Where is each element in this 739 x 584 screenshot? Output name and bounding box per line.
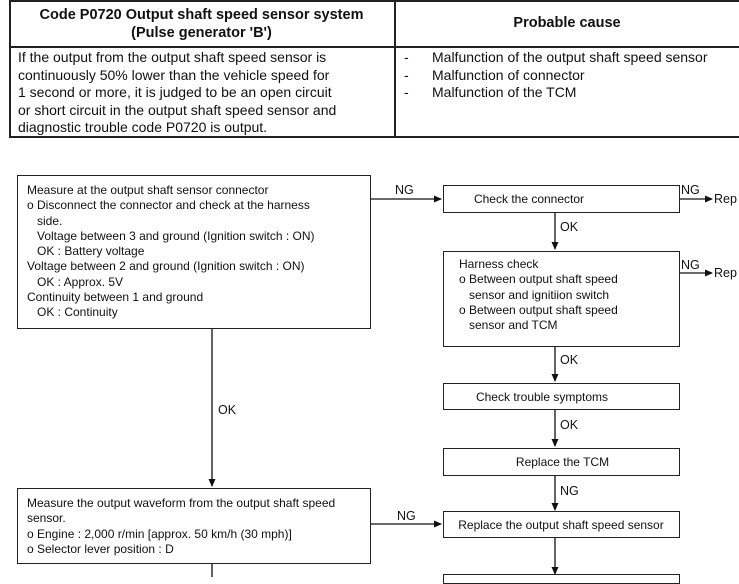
- harness-line: Harness check: [459, 257, 539, 271]
- cause-bullet: -: [404, 66, 409, 83]
- measure-line: OK : Continuity: [27, 305, 118, 320]
- header-code-line2: (Pulse generator 'B'): [131, 25, 272, 41]
- label-ng: NG: [397, 509, 416, 523]
- harness-line: sensor and TCM: [459, 318, 558, 333]
- measure-line: Voltage between 3 and ground (Ignition s…: [27, 228, 315, 243]
- measure-line: OK : Approx. 5V: [27, 274, 124, 289]
- waveform-line: o Engine : 2,000 r/min [approx. 50 km/h …: [27, 526, 292, 541]
- replace-sensor-label: Replace the output shaft speed sensor: [458, 518, 664, 532]
- measure-waveform-box: Measure the output waveform from the out…: [17, 488, 371, 564]
- label-repair: Rep: [714, 266, 737, 280]
- label-ng: NG: [395, 183, 414, 197]
- label-ok: OK: [560, 353, 579, 367]
- cause-bullet: -: [404, 84, 409, 100]
- measure-line: side.: [27, 213, 63, 228]
- replace-sensor-box: Replace the output shaft speed sensor: [443, 511, 680, 538]
- label-ng: NG: [681, 183, 700, 197]
- measure-line: Continuity between 1 and ground: [27, 290, 204, 305]
- label-ng: NG: [560, 484, 579, 498]
- harness-check-box: Harness check o Between output shaft spe…: [443, 251, 680, 347]
- harness-line: sensor and ignitiion switch: [459, 287, 610, 302]
- waveform-line: o Selector lever position : D: [27, 541, 174, 556]
- table-description: If the output from the output shaft spee…: [18, 49, 336, 137]
- measure-connector-box: Measure at the output shaft sensor conne…: [17, 175, 371, 329]
- label-ok: OK: [218, 403, 237, 417]
- table-header-divider: [9, 46, 739, 48]
- table-bottom-border: [9, 136, 739, 138]
- cause-text: Malfunction of the TCM: [432, 84, 577, 100]
- waveform-line: Measure the output waveform from the out…: [27, 496, 336, 510]
- waveform-line: sensor.: [27, 511, 66, 526]
- table-column-divider: [394, 0, 396, 137]
- measure-line: Voltage between 2 and ground (Ignition s…: [27, 259, 305, 274]
- header-code-line1: Code P0720 Output shaft speed sensor sys…: [39, 7, 364, 23]
- measure-line: o Disconnect the connector and check at …: [27, 198, 310, 213]
- label-ng: NG: [681, 258, 700, 272]
- check-trouble-symptoms-label: Check trouble symptoms: [475, 390, 609, 404]
- cause-text: Malfunction of the output shaft speed se…: [432, 49, 708, 65]
- description-line: 1 second or more, it is judged to be an …: [18, 84, 332, 100]
- diagnostic-table: Code P0720 Output shaft speed sensor sys…: [9, 0, 739, 138]
- harness-check-text: Harness check o Between output shaft spe…: [459, 257, 618, 333]
- harness-line: o Between output shaft speed: [459, 272, 618, 287]
- description-line: continuously 50% lower than the vehicle …: [18, 66, 330, 83]
- measure-waveform-text: Measure the output waveform from the out…: [27, 496, 335, 557]
- table-header-probable-cause: Probable cause: [513, 15, 621, 31]
- label-ok: OK: [560, 418, 579, 432]
- measure-connector-text: Measure at the output shaft sensor conne…: [27, 183, 315, 321]
- label-repair: Rep: [714, 192, 737, 206]
- description-line: or short circuit in the output shaft spe…: [18, 101, 337, 118]
- table-top-border: [9, 0, 739, 2]
- harness-line: o Between output shaft speed: [459, 302, 618, 317]
- cause-text: Malfunction of connector: [432, 66, 585, 83]
- replace-tcm-box: Replace the TCM: [443, 448, 680, 476]
- label-ok: OK: [560, 220, 579, 234]
- check-trouble-symptoms-box: Check trouble symptoms: [443, 383, 680, 410]
- cause-bullet: -: [404, 49, 409, 65]
- check-connector-label: Check the connector: [473, 192, 585, 206]
- check-connector-box: Check the connector: [443, 185, 680, 213]
- next-step-box: [443, 574, 680, 584]
- replace-tcm-label: Replace the TCM: [515, 455, 610, 469]
- description-line: diagnostic trouble code P0720 is output.: [18, 119, 268, 135]
- measure-line: Measure at the output shaft sensor conne…: [27, 183, 269, 197]
- measure-line: OK : Battery voltage: [27, 244, 145, 259]
- table-header-code: Code P0720 Output shaft speed sensor sys…: [9, 6, 394, 42]
- table-left-border: [9, 0, 11, 137]
- description-line: If the output from the output shaft spee…: [18, 49, 327, 65]
